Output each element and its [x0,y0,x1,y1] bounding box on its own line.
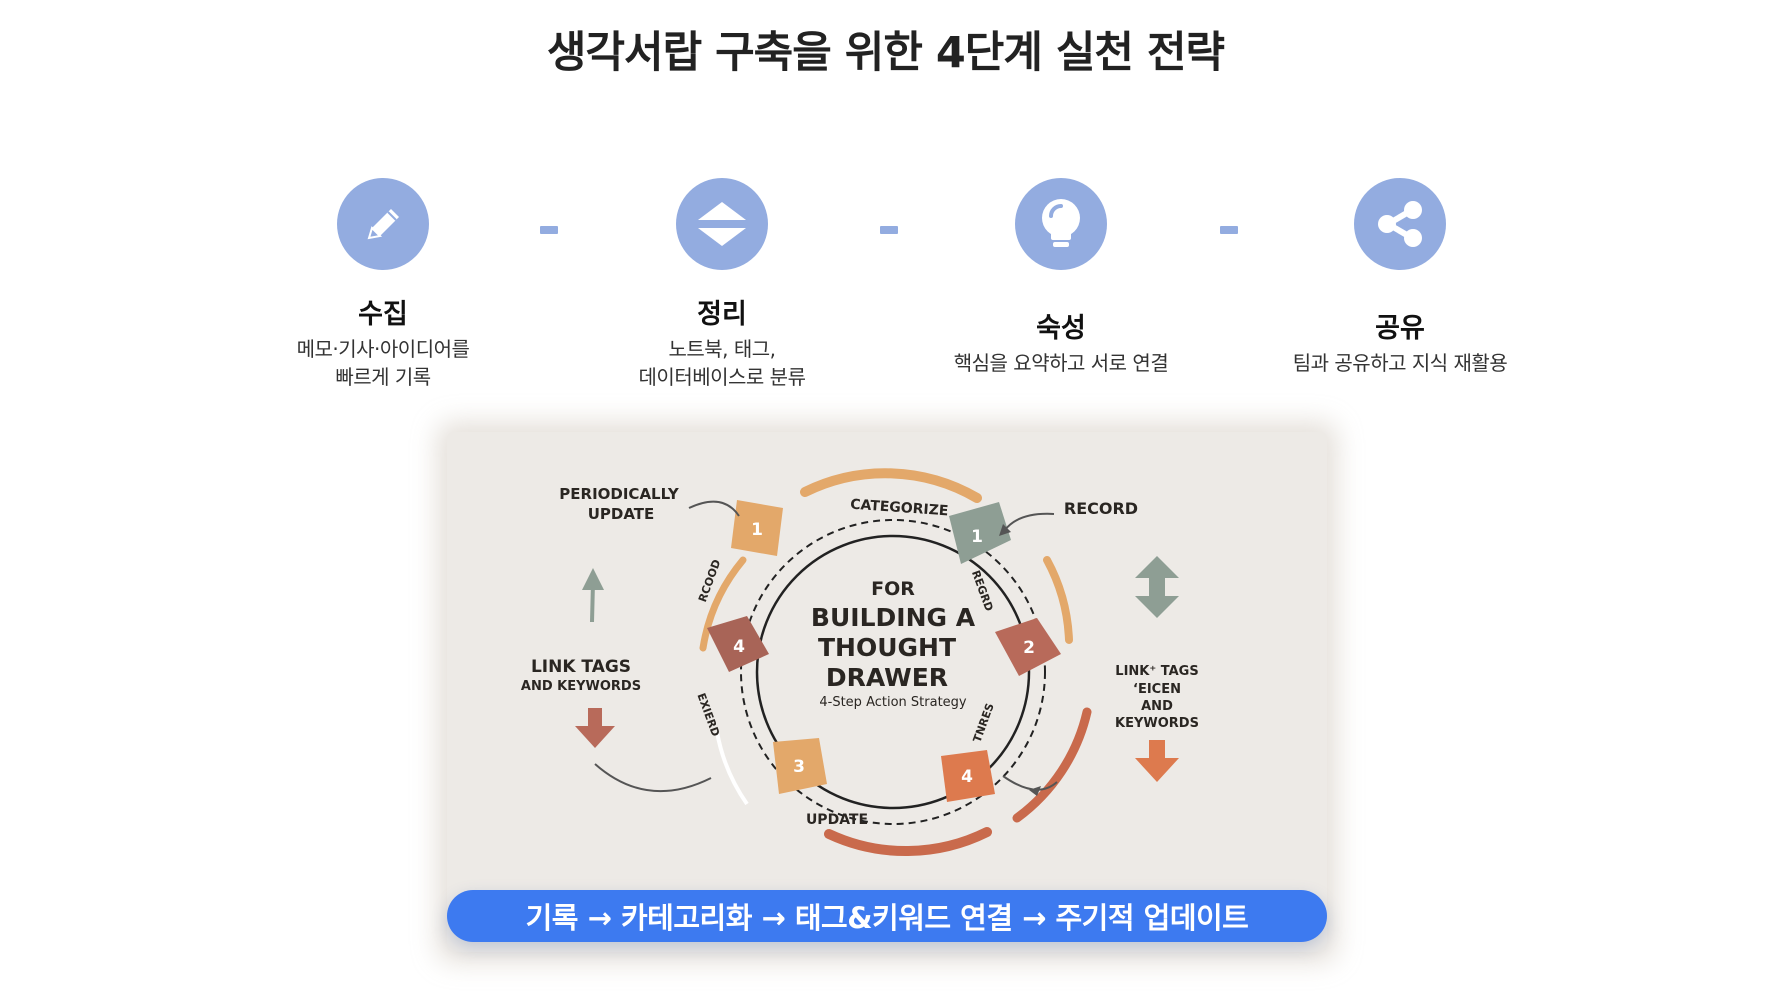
pencil-icon [337,178,429,270]
node-number: 3 [793,757,805,777]
down-arrow-left [575,708,615,748]
label-and-keywords-left: AND KEYWORDS [521,679,641,694]
step-description: 메모·기사·아이디어를 빠르게 기록 [296,337,470,389]
node-number: 2 [1023,638,1035,658]
process-summary-banner: 기록 → 카테고리화 → 태그&키워드 연결 → 주기적 업데이트 [447,890,1327,942]
step-collect: 수집 메모·기사·아이디어를 빠르게 기록 [223,178,543,391]
step-mature: 숙성 핵심을 요약하고 서로 연결 [901,178,1221,377]
lightbulb-icon [1015,178,1107,270]
label-update-bottom: UPDATE [806,812,868,828]
label-categorize: CATEGORIZE [850,497,949,520]
step-share: 공유 팀과 공유하고 지식 재활용 [1240,178,1560,377]
node-4-left: 4 [707,616,769,672]
double-arrow-right [1135,556,1179,618]
label-tnres: TNRES [971,701,997,744]
inner-circle [755,534,1031,810]
node-number: 1 [751,520,763,540]
center-text-line2: BUILDING A [811,603,976,632]
share-icon [1354,178,1446,270]
label-eicen-right: ‘EICEN [1133,682,1181,697]
step-organize: 정리 노트북, 태그, 데이터베이스로 분류 [562,178,882,391]
label-link-tags-left: LINK TAGS [531,657,631,677]
outer-arc-top [800,468,982,503]
step-title: 공유 [1375,313,1425,344]
label-periodically: PERIODICALLY [559,485,680,503]
outer-arc-left [699,556,747,652]
label-exierd: EXIERD [694,691,722,738]
curved-arrow-top-right [1004,512,1055,531]
curved-arrow-bottom-left [594,763,712,793]
node-number: 1 [971,527,983,547]
step-title: 정리 [697,299,747,330]
label-record: RECORD [1064,499,1138,518]
step-connector [880,226,898,234]
node-1-top-left: 1 [731,500,783,556]
node-1-top-right: 1 [949,502,1011,564]
label-periodically-update: UPDATE [588,505,655,523]
label-and-right: AND [1141,699,1173,714]
outer-arc-bottom-right [1012,707,1092,823]
up-arrow-left [582,568,604,623]
outer-arc-left-light [715,731,749,806]
step-title: 숙성 [1036,313,1086,344]
down-arrow-right [1135,740,1179,782]
center-text-line3: THOUGHT [818,633,956,662]
outer-arc-right [1043,556,1073,644]
page-title: 생각서랍 구축을 위한 4단계 실천 전략 [546,28,1225,78]
center-subtitle: 4-Step Action Strategy [819,695,967,710]
arrowhead [999,524,1011,536]
node-4-bottom-right: 4 [941,750,995,802]
node-number: 4 [733,637,745,657]
outer-arc-bottom [824,827,992,857]
cycle-diagram-svg: 1 1 2 4 3 4 FOR BUILDING A THOUGHT DRAWE… [521,468,1199,857]
step-title: 수집 [358,299,408,330]
label-keywords-right: KEYWORDS [1115,716,1199,731]
node-number: 4 [961,767,973,787]
step-description: 노트북, 태그, 데이터베이스로 분류 [638,337,806,389]
thought-drawer-cycle-diagram: 1 1 2 4 3 4 FOR BUILDING A THOUGHT DRAWE… [447,432,1327,952]
center-text-line4: DRAWER [826,663,948,692]
step-connector [1220,226,1238,234]
center-text-line1: FOR [871,578,915,600]
step-connector [540,226,558,234]
node-2-right: 2 [995,618,1061,676]
label-link-tags-right: LINK⁺ TAGS [1115,664,1198,679]
sort-icon [676,178,768,270]
dashed-ring [740,519,1046,825]
step-description: 팀과 공유하고 지식 재활용 [1292,351,1508,375]
arrowhead [1029,786,1041,796]
curved-arrow-top-left [688,500,740,517]
node-3-bottom-left: 3 [773,738,827,794]
step-description: 핵심을 요약하고 서로 연결 [953,351,1169,375]
